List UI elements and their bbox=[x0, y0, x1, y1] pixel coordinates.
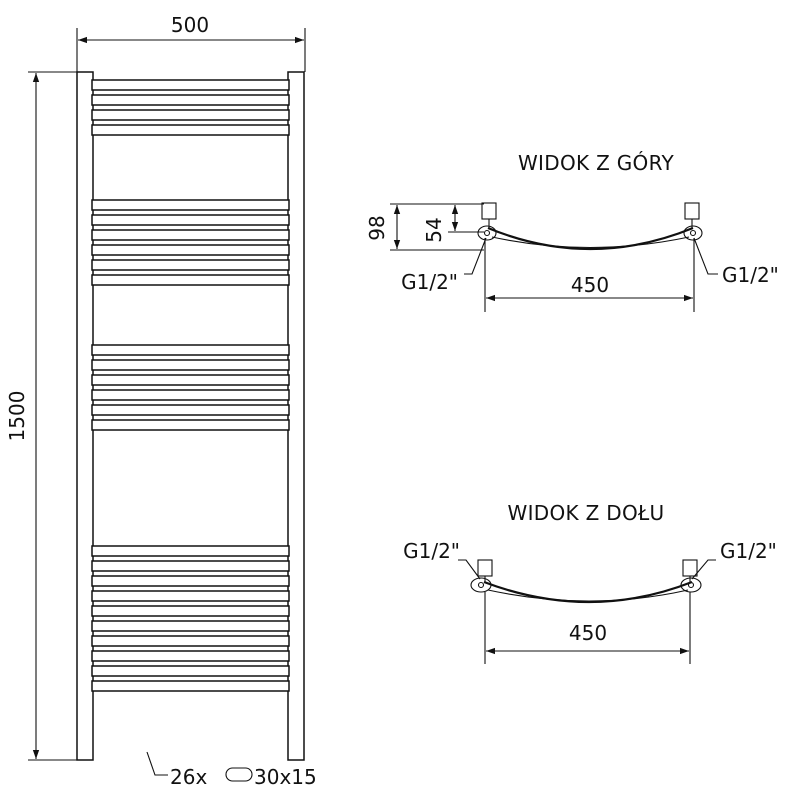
heating-tube bbox=[91, 605, 290, 617]
right-connection-center bbox=[687, 581, 695, 589]
left-connection-icon bbox=[470, 577, 492, 593]
height-dimension: 1500 bbox=[5, 71, 80, 761]
tube-callout: 26x 30x15 bbox=[146, 751, 317, 789]
top-view-body-outer bbox=[487, 226, 694, 251]
tube-size-label: 30x15 bbox=[254, 765, 317, 789]
height-label: 1500 bbox=[5, 391, 29, 442]
oval-profile-icon bbox=[225, 767, 253, 782]
left-connection-center bbox=[483, 229, 491, 237]
left-valve-icon bbox=[477, 559, 493, 577]
heating-tube bbox=[91, 109, 290, 121]
top-view-title: WIDOK Z GÓRY bbox=[518, 151, 675, 175]
heating-tube bbox=[91, 229, 290, 241]
heating-tube bbox=[91, 545, 290, 557]
bottom-view-body-inner bbox=[487, 589, 689, 602]
left-connection-icon bbox=[477, 225, 497, 241]
left-connection-leader bbox=[458, 559, 481, 580]
axis-depth-label: 54 bbox=[422, 217, 446, 242]
width-dimension: 500 bbox=[76, 13, 306, 72]
heating-tube bbox=[91, 680, 290, 692]
heating-tube bbox=[91, 124, 290, 136]
right-connection-label: G1/2" bbox=[720, 539, 777, 563]
top-view-body-inner bbox=[491, 236, 690, 249]
right-connection-leader bbox=[693, 237, 718, 275]
heating-tube bbox=[91, 199, 290, 211]
heating-tubes bbox=[91, 79, 290, 692]
heating-tube bbox=[91, 344, 290, 356]
heating-tube bbox=[91, 274, 290, 286]
right-connection-center bbox=[689, 229, 697, 237]
heating-tube bbox=[91, 94, 290, 106]
heating-tube bbox=[91, 259, 290, 271]
spacing-label: 450 bbox=[571, 273, 609, 297]
heating-tube bbox=[91, 359, 290, 371]
spacing-label: 450 bbox=[569, 621, 607, 645]
left-collector bbox=[76, 71, 94, 761]
right-collector bbox=[287, 71, 305, 761]
heating-tube bbox=[91, 665, 290, 677]
right-valve-icon bbox=[684, 202, 700, 220]
heating-tube bbox=[91, 404, 290, 416]
heating-tube bbox=[91, 635, 290, 647]
heating-tube bbox=[91, 590, 290, 602]
heating-tube bbox=[91, 560, 290, 572]
left-connection-leader bbox=[464, 237, 487, 275]
right-connection-icon bbox=[680, 577, 702, 593]
heating-tube bbox=[91, 244, 290, 256]
right-connection-leader bbox=[691, 559, 716, 580]
left-connection-label: G1/2" bbox=[401, 270, 458, 294]
top-view: WIDOK Z GÓRY 98 54 G1/2" G1/2" 450 bbox=[365, 151, 779, 312]
width-label: 500 bbox=[171, 13, 209, 37]
bottom-view-body-outer bbox=[483, 580, 693, 604]
tube-leader-line bbox=[146, 751, 168, 776]
right-connection-icon bbox=[683, 225, 703, 241]
left-connection-label: G1/2" bbox=[403, 539, 460, 563]
bottom-view-title: WIDOK Z DOŁU bbox=[508, 501, 665, 525]
heating-tube bbox=[91, 79, 290, 91]
heating-tube bbox=[91, 389, 290, 401]
tube-count-label: 26x bbox=[170, 765, 207, 789]
heating-tube bbox=[91, 650, 290, 662]
bottom-view: WIDOK Z DOŁU G1/2" G1/2" 450 bbox=[403, 501, 777, 664]
right-valve-icon bbox=[682, 559, 698, 577]
heating-tube bbox=[91, 374, 290, 386]
front-view: 500 1500 26x 30x15 bbox=[5, 13, 317, 789]
left-valve-icon bbox=[481, 202, 497, 220]
heating-tube bbox=[91, 214, 290, 226]
left-connection-center bbox=[477, 581, 485, 589]
heating-tube bbox=[91, 620, 290, 632]
heating-tube bbox=[91, 419, 290, 431]
right-connection-label: G1/2" bbox=[722, 263, 779, 287]
depth-label: 98 bbox=[365, 215, 389, 240]
heating-tube bbox=[91, 575, 290, 587]
